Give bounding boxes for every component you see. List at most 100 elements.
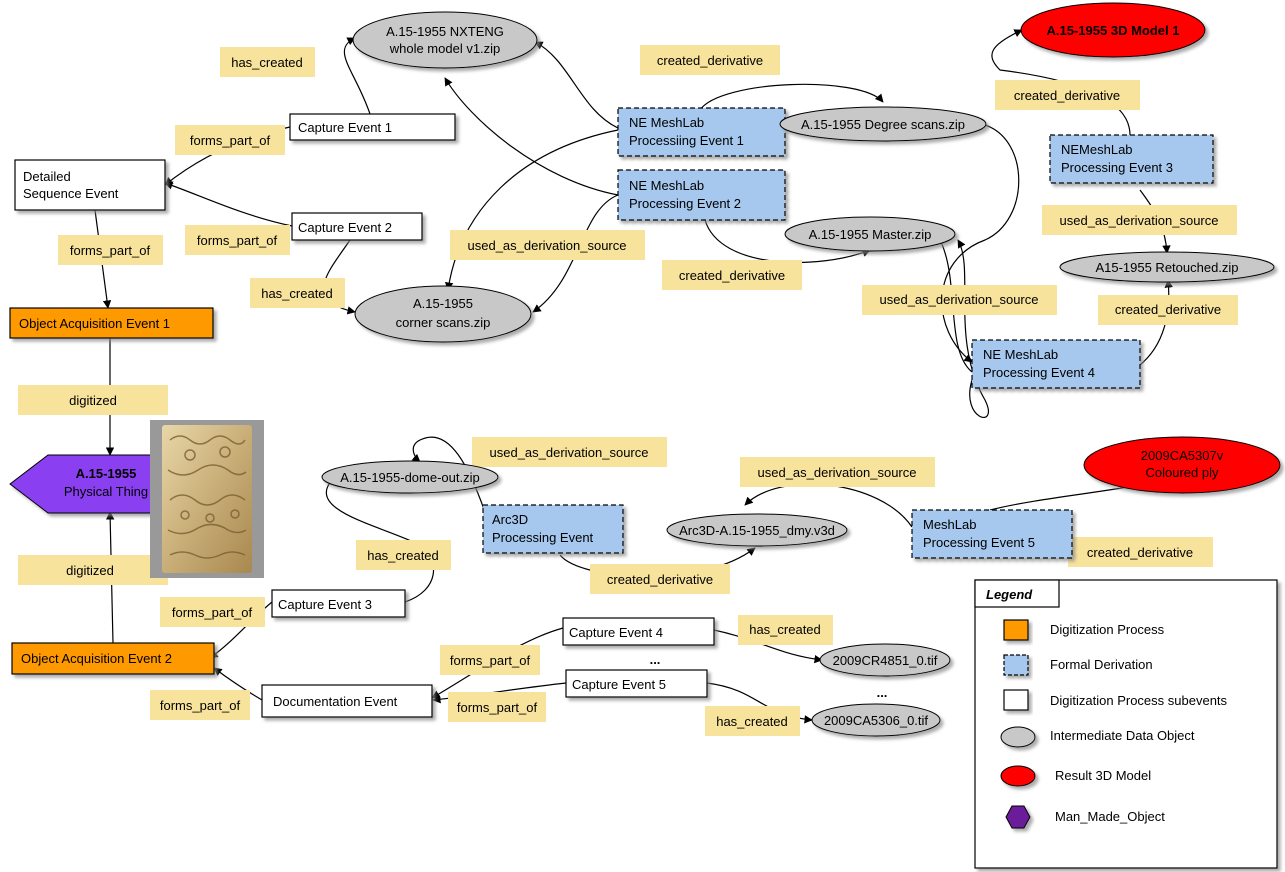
svg-text:Processing Event: Processing Event bbox=[492, 530, 594, 545]
svg-text:created_derivative: created_derivative bbox=[1115, 302, 1221, 317]
edge-mesh1-used-corner bbox=[444, 129, 619, 291]
svg-text:Processiing Event 1: Processiing Event 1 bbox=[629, 133, 744, 148]
svg-text:created_derivative: created_derivative bbox=[607, 572, 713, 587]
svg-text:Sequence Event: Sequence Event bbox=[23, 186, 119, 201]
svg-text:A.15-1955-dome-out.zip: A.15-1955-dome-out.zip bbox=[340, 470, 479, 485]
svg-text:Capture Event 1: Capture Event 1 bbox=[298, 120, 392, 135]
svg-text:Capture Event 5: Capture Event 5 bbox=[572, 677, 666, 692]
svg-text:A.15-1955: A.15-1955 bbox=[76, 466, 137, 481]
node-arc3d-processing-event[interactable]: Arc3D Processing Event bbox=[482, 504, 624, 554]
svg-text:created_derivative: created_derivative bbox=[1014, 88, 1120, 103]
svg-text:A15-1955 Retouched.zip: A15-1955 Retouched.zip bbox=[1095, 260, 1238, 275]
svg-text:corner scans.zip: corner scans.zip bbox=[396, 315, 491, 330]
svg-text:Object Acquisition Event 2: Object Acquisition Event 2 bbox=[21, 651, 172, 666]
node-retouched-zip[interactable]: A15-1955 Retouched.zip bbox=[1059, 251, 1275, 283]
node-documentation-event[interactable]: Documentation Event bbox=[261, 684, 433, 718]
edge-label: forms_part_of bbox=[160, 597, 265, 627]
blue-dashed-square-icon bbox=[1003, 654, 1029, 676]
svg-text:Processing Event 2: Processing Event 2 bbox=[629, 196, 741, 211]
nodes: Detailed Sequence Event Capture Event 1 … bbox=[9, 2, 1281, 737]
node-dome-out-zip[interactable]: A.15-1955-dome-out.zip bbox=[321, 460, 499, 494]
edge-label: forms_part_of bbox=[448, 692, 546, 722]
svg-text:forms_part_of: forms_part_of bbox=[197, 233, 278, 248]
node-arc3d-file[interactable]: Arc3D-A.15-1955_dmy.v3d bbox=[666, 513, 848, 547]
edge-label: forms_part_of bbox=[440, 645, 540, 675]
node-degree-scans-zip[interactable]: A.15-1955 Degree scans.zip bbox=[779, 106, 987, 142]
svg-text:Capture Event 4: Capture Event 4 bbox=[569, 625, 663, 640]
edge-label: forms_part_of bbox=[175, 125, 285, 155]
edge-label: has_created bbox=[220, 47, 315, 77]
svg-text:forms_part_of: forms_part_of bbox=[70, 243, 151, 258]
svg-text:Physical Thing: Physical Thing bbox=[64, 484, 148, 499]
node-object-acquisition-event-2[interactable]: Object Acquisition Event 2 bbox=[11, 642, 215, 675]
svg-text:has_created: has_created bbox=[231, 55, 303, 70]
edge-label: has_created bbox=[738, 615, 833, 645]
node-detailed-sequence-event[interactable]: Detailed Sequence Event bbox=[14, 159, 166, 211]
svg-text:Result 3D Model: Result 3D Model bbox=[1055, 768, 1151, 783]
orange-square-icon bbox=[1003, 619, 1029, 641]
svg-text:Digitization Process subevents: Digitization Process subevents bbox=[1050, 693, 1228, 708]
edge-label: created_derivative bbox=[1068, 537, 1213, 567]
legend-item-formal-derivation: Formal Derivation bbox=[1003, 654, 1153, 676]
legend-item-man-made-object: Man_Made_Object bbox=[1005, 805, 1165, 829]
edge-label: used_as_derivation_source bbox=[862, 285, 1057, 315]
edge-label: created_derivative bbox=[590, 564, 730, 594]
svg-text:has_created: has_created bbox=[716, 714, 788, 729]
node-3d-model-1[interactable]: A.15-1955 3D Model 1 bbox=[1020, 2, 1206, 58]
node-ne-meshlab-event-1[interactable]: NE MeshLab Processiing Event 1 bbox=[617, 107, 786, 157]
edge-mesh3-to-3d-model bbox=[991, 29, 1131, 136]
node-ca5306-tif[interactable]: 2009CA5306_0.tif bbox=[811, 703, 941, 737]
edge-label: created_derivative bbox=[640, 45, 780, 75]
edge-mesh2-to-whole-model bbox=[444, 77, 619, 196]
svg-text:2009CA5306_0.tif: 2009CA5306_0.tif bbox=[824, 713, 928, 728]
node-ne-meshlab-event-3[interactable]: NEMeshLab Processing Event 3 bbox=[1049, 134, 1214, 184]
svg-text:used_as_derivation_source: used_as_derivation_source bbox=[1060, 213, 1219, 228]
svg-text:Object Acquisition Event 1: Object Acquisition Event 1 bbox=[19, 316, 170, 331]
edge-label: created_derivative bbox=[662, 260, 802, 290]
node-corner-scans-zip[interactable]: A.15-1955 corner scans.zip bbox=[354, 285, 532, 343]
node-capture-event-2[interactable]: Capture Event 2 bbox=[291, 212, 423, 241]
node-capture-event-1[interactable]: Capture Event 1 bbox=[289, 113, 456, 141]
svg-text:used_as_derivation_source: used_as_derivation_source bbox=[490, 445, 649, 460]
node-object-acquisition-event-1[interactable]: Object Acquisition Event 1 bbox=[9, 307, 214, 339]
node-coloured-ply[interactable]: 2009CA5307v Coloured ply bbox=[1083, 436, 1281, 494]
svg-text:A.15-1955 NXTENG: A.15-1955 NXTENG bbox=[386, 24, 504, 39]
svg-text:forms_part_of: forms_part_of bbox=[172, 605, 253, 620]
edge-label: used_as_derivation_source bbox=[450, 230, 645, 260]
edge-mesh1-to-degree bbox=[699, 83, 884, 111]
edge-label: used_as_derivation_source bbox=[740, 457, 935, 487]
svg-text:Digitization Process: Digitization Process bbox=[1050, 622, 1165, 637]
node-whole-model-zip[interactable]: A.15-1955 NXTENG whole model v1.zip bbox=[352, 11, 538, 69]
edge-label: used_as_derivation_source bbox=[1042, 205, 1237, 235]
edge-label: has_created bbox=[705, 706, 800, 736]
node-ne-meshlab-event-2[interactable]: NE MeshLab Processing Event 2 bbox=[617, 169, 786, 221]
svg-text:Processing Event 5: Processing Event 5 bbox=[923, 535, 1035, 550]
node-capture-event-4[interactable]: Capture Event 4 bbox=[562, 617, 715, 646]
purple-hexagon-icon bbox=[1005, 805, 1031, 829]
node-ne-meshlab-event-4[interactable]: NE MeshLab Processing Event 4 bbox=[971, 339, 1141, 389]
edge-label: digitized bbox=[18, 555, 168, 585]
svg-text:Detailed: Detailed bbox=[23, 169, 71, 184]
svg-text:created_derivative: created_derivative bbox=[679, 268, 785, 283]
edge-label: forms_part_of bbox=[185, 225, 290, 255]
edge-capture2-to-detailed bbox=[164, 181, 293, 227]
edge-capture1-to-whole-model bbox=[343, 37, 371, 115]
legend: Legend Digitization Process Formal Deriv… bbox=[974, 579, 1278, 869]
edge-capture4-to-cr4851 bbox=[713, 629, 823, 664]
node-master-zip[interactable]: A.15-1955 Master.zip bbox=[784, 216, 956, 252]
svg-text:A.15-1955: A.15-1955 bbox=[413, 296, 473, 311]
node-meshlab-event-5[interactable]: MeshLab Processing Event 5 bbox=[911, 509, 1073, 559]
svg-text:digitized: digitized bbox=[66, 563, 114, 578]
edge-label: has_created bbox=[356, 540, 451, 570]
svg-text:used_as_derivation_source: used_as_derivation_source bbox=[880, 292, 1039, 307]
node-capture-event-5[interactable]: Capture Event 5 bbox=[565, 669, 708, 698]
node-capture-event-3[interactable]: Capture Event 3 bbox=[271, 589, 406, 618]
edge-capture3-to-dome-out bbox=[325, 476, 435, 603]
grey-ellipse-icon bbox=[1000, 726, 1036, 748]
svg-text:has_created: has_created bbox=[261, 286, 333, 301]
white-square-icon bbox=[1003, 689, 1029, 711]
svg-text:A.15-1955 Degree scans.zip: A.15-1955 Degree scans.zip bbox=[801, 117, 965, 132]
node-cr4851-tif[interactable]: 2009CR4851_0.tif bbox=[819, 643, 951, 677]
svg-text:Formal Derivation: Formal Derivation bbox=[1050, 657, 1153, 672]
